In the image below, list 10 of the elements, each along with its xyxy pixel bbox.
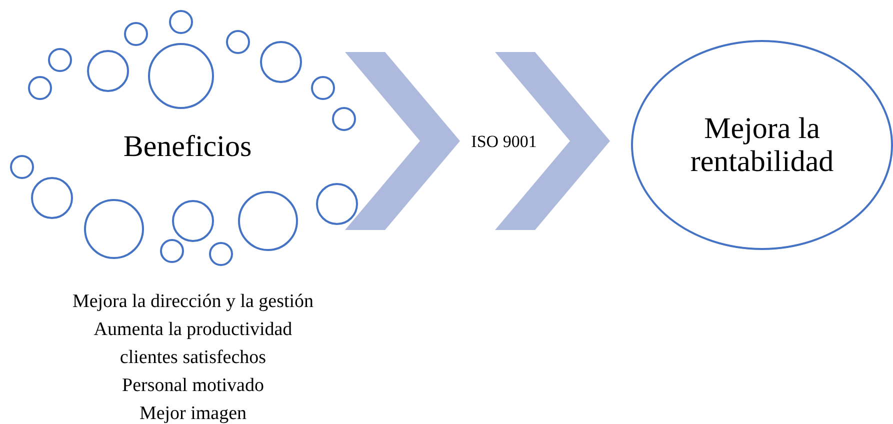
benefit-text: clientes satisfechos (120, 346, 266, 370)
benefit-text: Mejora la dirección y la gestión (72, 290, 314, 314)
chevron-arrow (345, 52, 460, 230)
result-ellipse: Mejora la rentabilidad (631, 40, 893, 250)
node-text: Beneficios (100, 124, 275, 168)
benefit-text: Mejor imagen (139, 402, 247, 424)
chevron-arrow (495, 52, 610, 230)
benefit-text: Personal motivado (122, 374, 264, 398)
benefit-text: Aumenta la productividad (94, 318, 292, 342)
node-text: ISO 9001 (458, 130, 550, 154)
